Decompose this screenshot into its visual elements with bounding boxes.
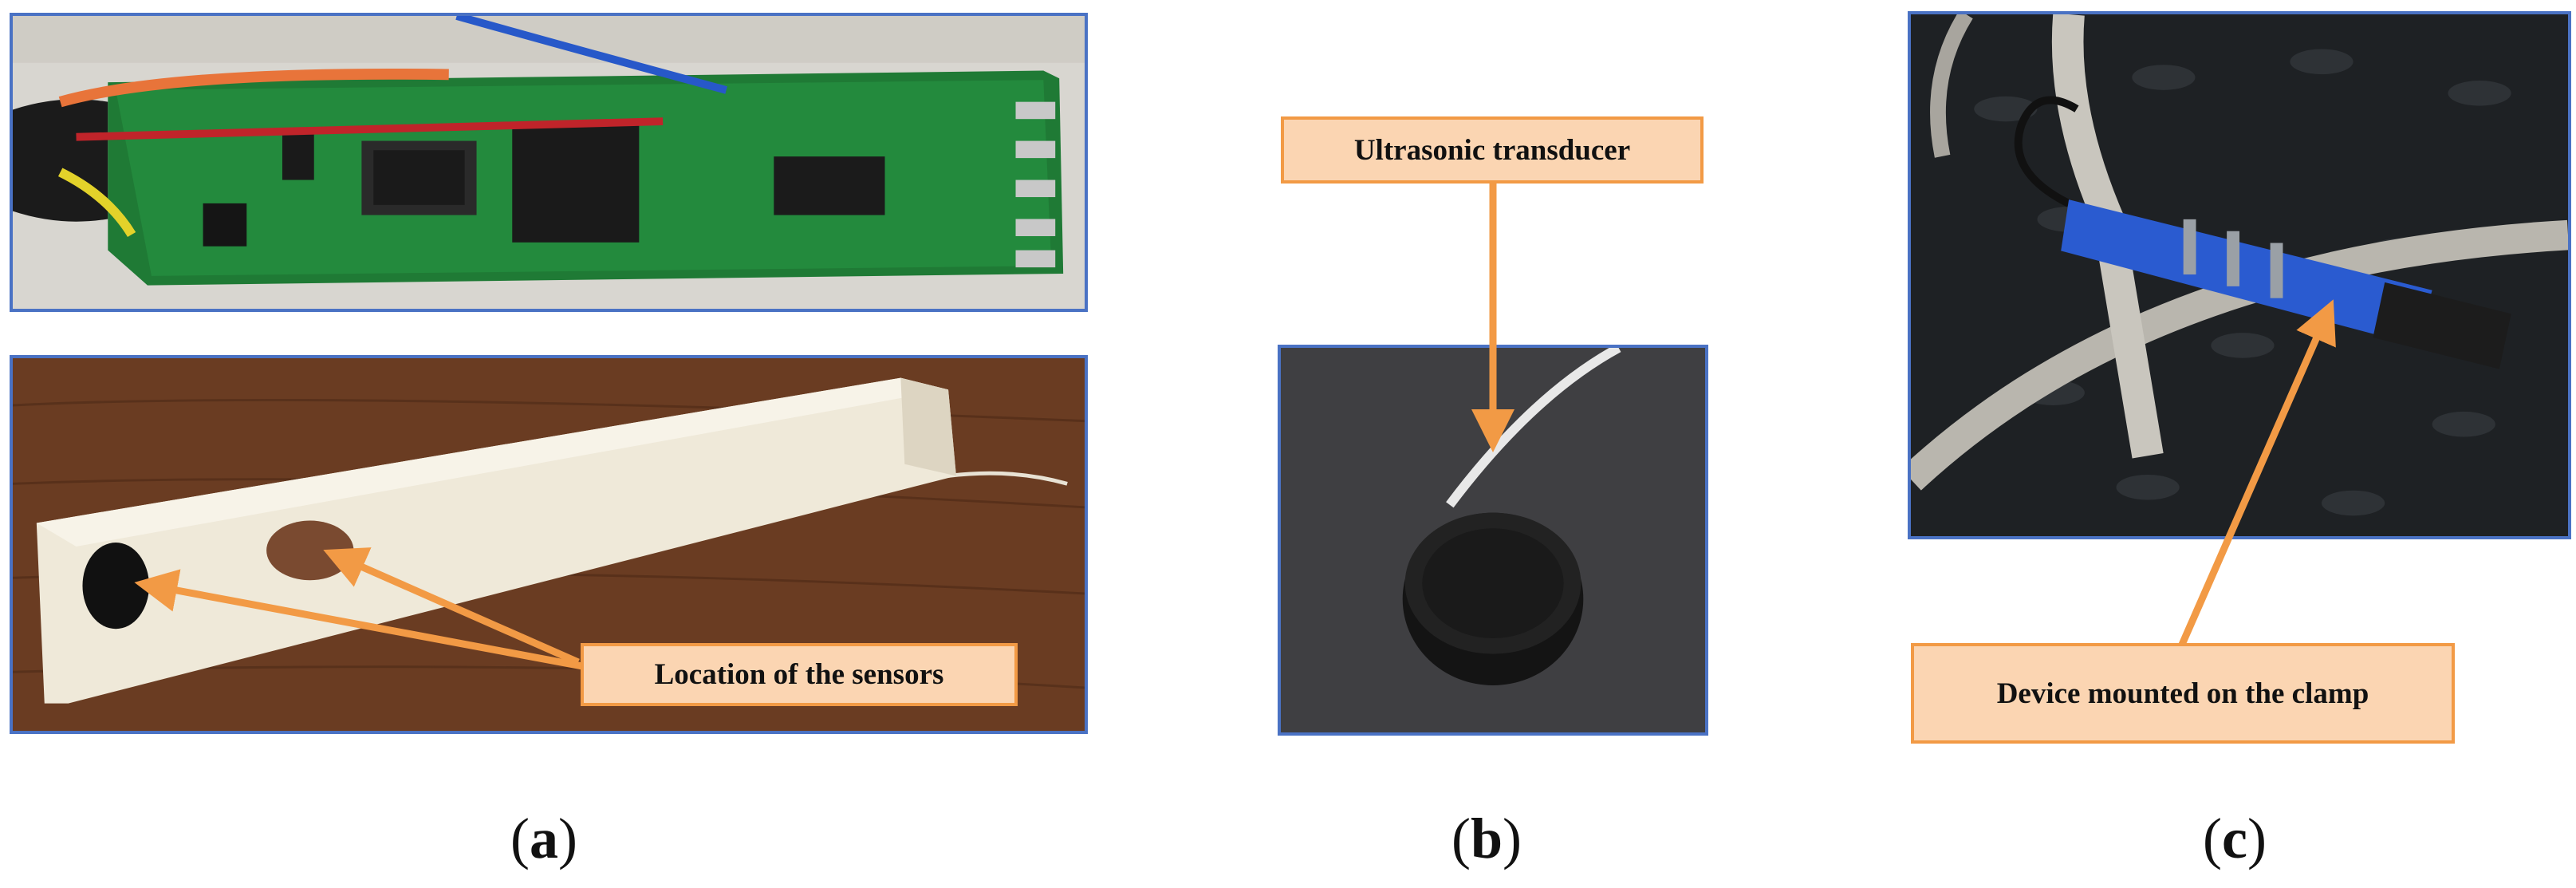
pcb-photo — [10, 13, 1088, 312]
callout-sensor-location: Location of the sensors — [581, 643, 1018, 706]
callout-device-clamp-text: Device mounted on the clamp — [1996, 677, 2369, 710]
callout-ultrasonic-transducer: Ultrasonic transducer — [1281, 116, 1704, 184]
panel-label-a: (a) — [510, 807, 577, 870]
transducer-photo — [1278, 345, 1708, 736]
callout-ultrasonic-transducer-text: Ultrasonic transducer — [1353, 133, 1631, 167]
panel-label-b: (b) — [1451, 807, 1522, 870]
panel-label-c: (c) — [2203, 807, 2267, 870]
callout-device-clamp: Device mounted on the clamp — [1911, 643, 2455, 744]
callout-sensor-location-text: Location of the sensors — [654, 658, 944, 691]
clamp-device-photo — [1908, 11, 2571, 539]
